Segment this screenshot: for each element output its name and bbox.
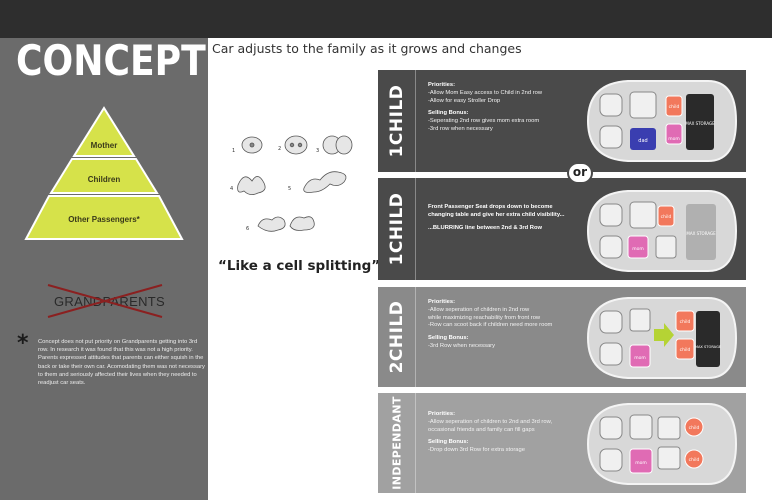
- row-label-cell: INDEPENDANT: [378, 393, 416, 493]
- mom-seat: [629, 344, 651, 368]
- priority-line: -Allow seperation of children in 2nd row: [428, 306, 530, 313]
- priority-line: -Allow for easy Stroller Drop: [428, 97, 501, 104]
- row-panel-1child-b: 1CHILD Front Passenger Seat drops down t…: [378, 178, 746, 280]
- mom-seat-label: mom: [632, 247, 644, 252]
- row-label: 1CHILD: [386, 192, 407, 266]
- child-seat: [657, 205, 675, 227]
- top-bar: [0, 0, 772, 38]
- cell-step-1: 1: [232, 148, 235, 154]
- priorities-heading: Priorities:: [428, 411, 456, 417]
- row-text: Front Passenger Seat drops down to becom…: [428, 204, 578, 232]
- priority-line: occasional friends and family can fill g…: [428, 426, 535, 433]
- cell-splitting-quote: “Like a cell splitting”: [218, 258, 381, 274]
- priorities-heading: Priorities:: [428, 299, 456, 305]
- strike-x-icon: [47, 284, 163, 318]
- car-layout-diagram: mom child child MAX STORAGE: [586, 297, 738, 379]
- feature-note: ...BLURRING line between 2nd & 3rd Row: [428, 224, 543, 231]
- row-panel-independant: INDEPENDANT Priorities: -Allow seperatio…: [378, 393, 746, 493]
- row-label: 1CHILD: [386, 84, 407, 158]
- footnote-marker: *: [17, 331, 29, 356]
- row-text: Priorities: -Allow seperation of childre…: [428, 411, 588, 455]
- priority-line: -Allow seperation of children to 2nd and…: [428, 418, 553, 425]
- cell-5-icon: [303, 171, 347, 193]
- mom-seat-label: mom: [668, 137, 680, 142]
- or-divider: or: [567, 162, 593, 184]
- child-seat: [675, 310, 695, 332]
- priorities-heading: Priorities:: [428, 82, 456, 88]
- row-panel-2child: 2CHILD Priorities: -Allow seperation of …: [378, 287, 746, 387]
- row-label-cell: 1CHILD: [378, 70, 416, 172]
- cell-step-6: 6: [246, 226, 249, 232]
- pyramid-level-children: [49, 158, 159, 194]
- mom-seat: [665, 123, 683, 145]
- child-seat-label: child: [680, 347, 691, 353]
- footnote-text: Concept does not put priority on Grandpa…: [38, 339, 205, 387]
- pyramid-level-mother: [72, 106, 136, 157]
- priority-line: while maximizing reachability from front…: [428, 314, 541, 321]
- cell-4-icon: [237, 176, 266, 195]
- pyramid-label-other: Other Passengers*: [68, 215, 140, 224]
- row-label: 2CHILD: [386, 300, 407, 374]
- cell-step-4: 4: [230, 186, 233, 192]
- child-seat-label: child: [661, 214, 672, 220]
- mom-seat: [627, 235, 649, 259]
- mom-seat-label: mom: [635, 461, 647, 466]
- pyramid-label-mother: Mother: [91, 141, 118, 150]
- row-label-cell: 2CHILD: [378, 287, 416, 387]
- row-panel-1child-a: 1CHILD Priorities: -Allow Mom Easy acces…: [378, 70, 746, 172]
- cell-step-5: 5: [288, 186, 291, 192]
- cell-step-3: 3: [316, 148, 319, 154]
- pyramid-label-children: Children: [88, 175, 121, 184]
- page-subtitle: Car adjusts to the family as it grows an…: [212, 41, 522, 56]
- child-seat-label: child: [689, 457, 700, 463]
- child-seat: [675, 338, 695, 360]
- child-seat-label: child: [680, 319, 691, 325]
- pyramid-level-other: [24, 195, 184, 240]
- selling-bonus-heading: Selling Bonus:: [428, 110, 469, 117]
- storage-label: MAX STORAGE: [685, 121, 715, 126]
- selling-bonus-heading: Selling Bonus:: [428, 335, 469, 342]
- mom-seat: [629, 448, 653, 474]
- dad-seat-label: dad: [638, 138, 647, 144]
- car-layout-diagram: child mom MAX STORAGE: [586, 190, 738, 272]
- priority-line: -Row can scoot back if children need mor…: [428, 322, 553, 329]
- priority-line: -Allow Mom Easy access to Child in 2nd r…: [428, 89, 543, 96]
- row-label-cell: 1CHILD: [378, 178, 416, 280]
- cell-2-icon: [284, 135, 308, 155]
- bonus-line: -3rd Row when necessary: [428, 342, 496, 349]
- child-seat: [684, 449, 704, 469]
- priority-pyramid: Mother Children Other Passengers*: [24, 106, 184, 240]
- dad-seat: [630, 128, 656, 150]
- row-text: Priorities: -Allow seperation of childre…: [428, 299, 588, 351]
- child-seat: [684, 417, 704, 437]
- feature-heading: Front Passenger Seat drops down to becom…: [428, 204, 565, 218]
- row-text: Priorities: -Allow Mom Easy access to Ch…: [428, 82, 578, 134]
- car-layout-diagram: mom child child: [586, 403, 738, 485]
- bonus-line: -Seperating 2nd row gives mom extra room: [428, 118, 540, 125]
- arrow-right-icon: [654, 323, 674, 347]
- page-title: CONCEPT: [16, 36, 206, 85]
- bonus-line: -3rd row when necessary: [428, 125, 493, 132]
- mom-seat-label: mom: [634, 356, 646, 361]
- storage-label: MAX STORAGE: [695, 345, 722, 349]
- child-seat-label: child: [689, 425, 700, 431]
- row-label: INDEPENDANT: [390, 396, 403, 490]
- cell-splitting-illustration: 1 2 3 4 5 6: [230, 135, 353, 232]
- cell-6-icon: [257, 216, 286, 232]
- car-layout-diagram: dad child mom MAX STORAGE: [586, 80, 738, 162]
- bonus-line: -Drop down 3rd Row for extra storage: [428, 447, 525, 454]
- storage-label: MAX STORAGE: [686, 231, 716, 236]
- child-seat-label: child: [669, 104, 680, 110]
- child-seat: [665, 95, 683, 117]
- selling-bonus-heading: Selling Bonus:: [428, 439, 469, 446]
- cell-step-2: 2: [278, 146, 281, 152]
- grandparents-crossed: GRANDPARENTS: [46, 283, 165, 319]
